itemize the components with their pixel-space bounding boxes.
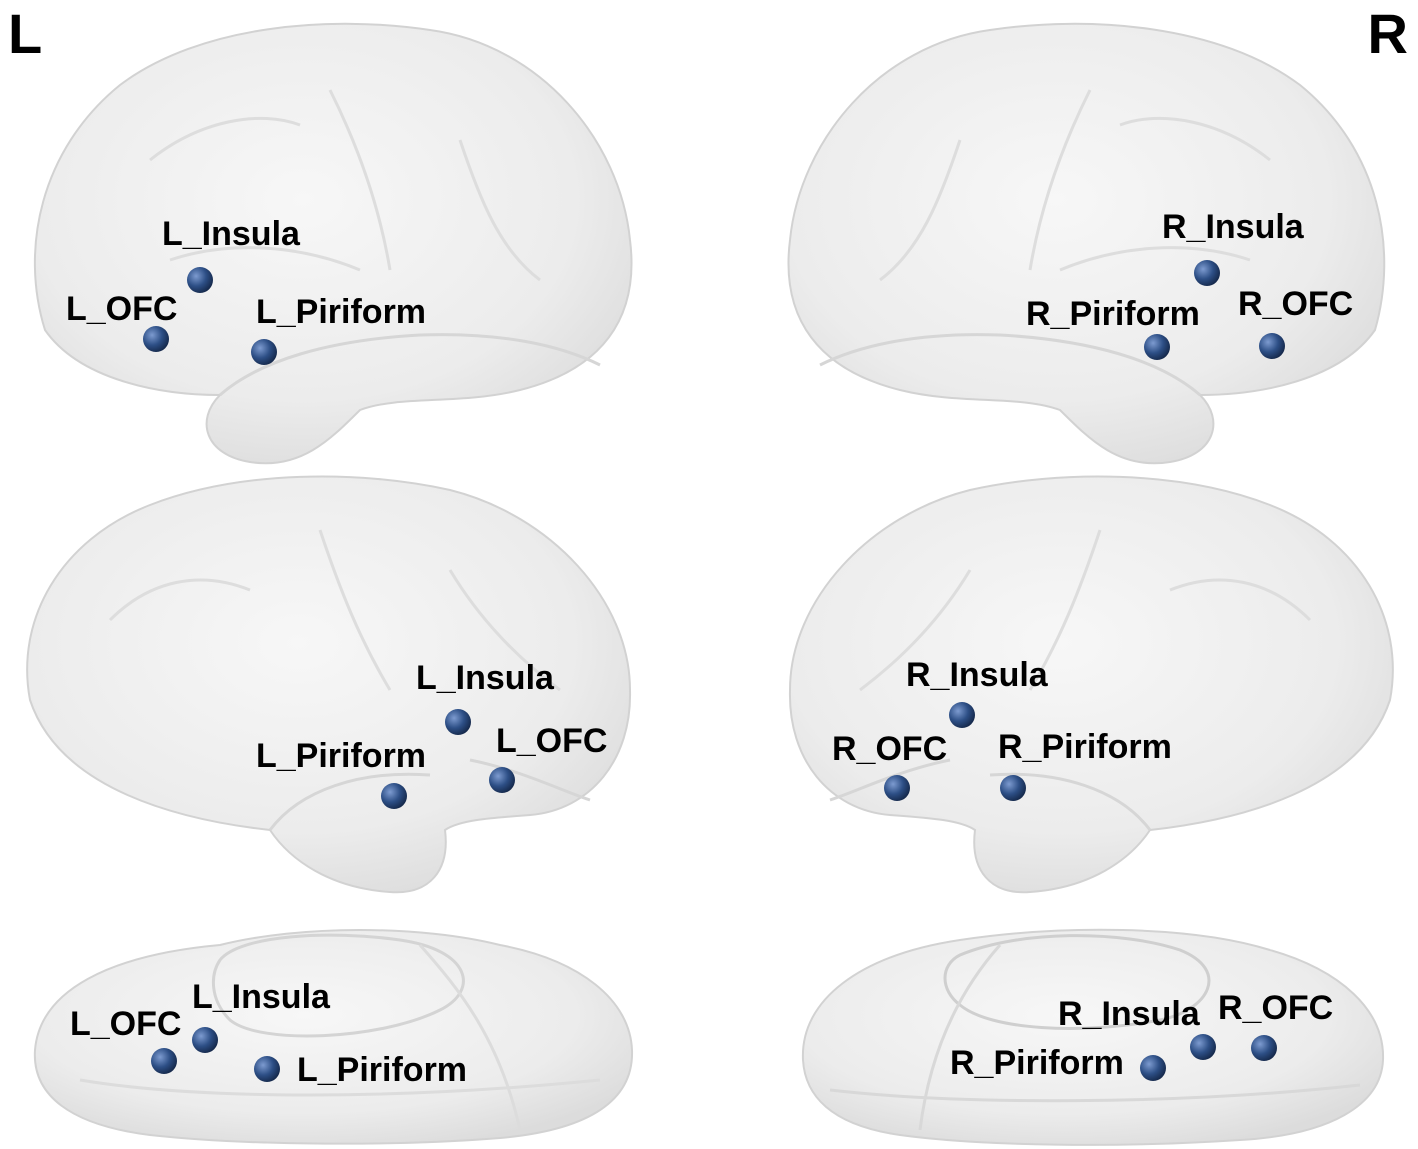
marker-ofc — [884, 775, 910, 801]
label-ofc: R_OFC — [832, 730, 947, 768]
view-right-lateral: R_Insula R_OFC R_Piriform — [787, 22, 1386, 465]
label-insula: R_Insula — [1162, 208, 1305, 246]
label-piriform: R_Piriform — [998, 728, 1172, 766]
temporal-lobe-contour — [219, 333, 601, 397]
marker-piriform — [1000, 775, 1026, 801]
marker-insula — [445, 709, 471, 735]
label-ofc: R_OFC — [1238, 285, 1353, 323]
marker-piriform — [381, 783, 407, 809]
marker-insula — [1190, 1034, 1216, 1060]
brain-surface — [26, 475, 632, 894]
marker-ofc — [143, 326, 169, 352]
marker-ofc — [1251, 1035, 1277, 1061]
temporal-lobe-contour — [268, 758, 591, 831]
marker-insula — [1194, 260, 1220, 286]
sulcus-contour — [79, 944, 601, 1131]
brain-surface — [787, 22, 1386, 465]
view-left-ventral: L_Insula L_OFC L_Piriform — [33, 929, 634, 1145]
view-right-ventral: R_Insula R_OFC R_Piriform — [801, 928, 1385, 1146]
view-left-lateral: L_Insula L_OFC L_Piriform — [34, 22, 633, 465]
sulcus-contour — [829, 944, 1361, 1131]
sulcus-contour — [108, 529, 561, 692]
marker-insula — [949, 702, 975, 728]
marker-piriform — [254, 1056, 280, 1082]
label-insula: L_Insula — [416, 659, 555, 697]
sulcus-contour — [149, 89, 541, 282]
sulcus-contour — [859, 529, 1312, 692]
marker-piriform — [251, 339, 277, 365]
label-insula: R_Insula — [906, 656, 1049, 694]
view-left-medial: L_Insula L_OFC L_Piriform — [26, 475, 632, 894]
label-piriform: R_Piriform — [950, 1044, 1124, 1082]
brain-surface — [788, 475, 1394, 894]
brain-surface — [34, 22, 633, 465]
label-ofc: L_OFC — [66, 290, 177, 328]
label-insula: R_Insula — [1058, 995, 1201, 1033]
marker-piriform — [1144, 334, 1170, 360]
label-insula: L_Insula — [192, 978, 331, 1016]
right-hemisphere-label: R — [1367, 2, 1408, 65]
brain-surface — [801, 928, 1385, 1146]
label-ofc: L_OFC — [496, 722, 607, 760]
sulcus-contour — [879, 89, 1271, 282]
marker-piriform — [1140, 1055, 1166, 1081]
label-ofc: L_OFC — [70, 1005, 181, 1043]
temporal-lobe-contour — [829, 758, 1152, 831]
marker-insula — [192, 1027, 218, 1053]
marker-ofc — [1259, 333, 1285, 359]
view-right-medial: R_Insula R_OFC R_Piriform — [788, 475, 1394, 894]
lobe-contour — [211, 933, 465, 1038]
label-piriform: L_Piriform — [297, 1051, 467, 1089]
marker-insula — [187, 267, 213, 293]
label-ofc: R_OFC — [1218, 989, 1333, 1027]
label-piriform: L_Piriform — [256, 737, 426, 775]
lobe-contour — [943, 934, 1211, 1030]
marker-ofc — [151, 1048, 177, 1074]
marker-ofc — [489, 767, 515, 793]
label-piriform: L_Piriform — [256, 293, 426, 331]
temporal-lobe-contour — [819, 333, 1201, 397]
label-insula: L_Insula — [162, 215, 301, 253]
label-piriform: R_Piriform — [1026, 295, 1200, 333]
left-hemisphere-label: L — [8, 2, 43, 65]
